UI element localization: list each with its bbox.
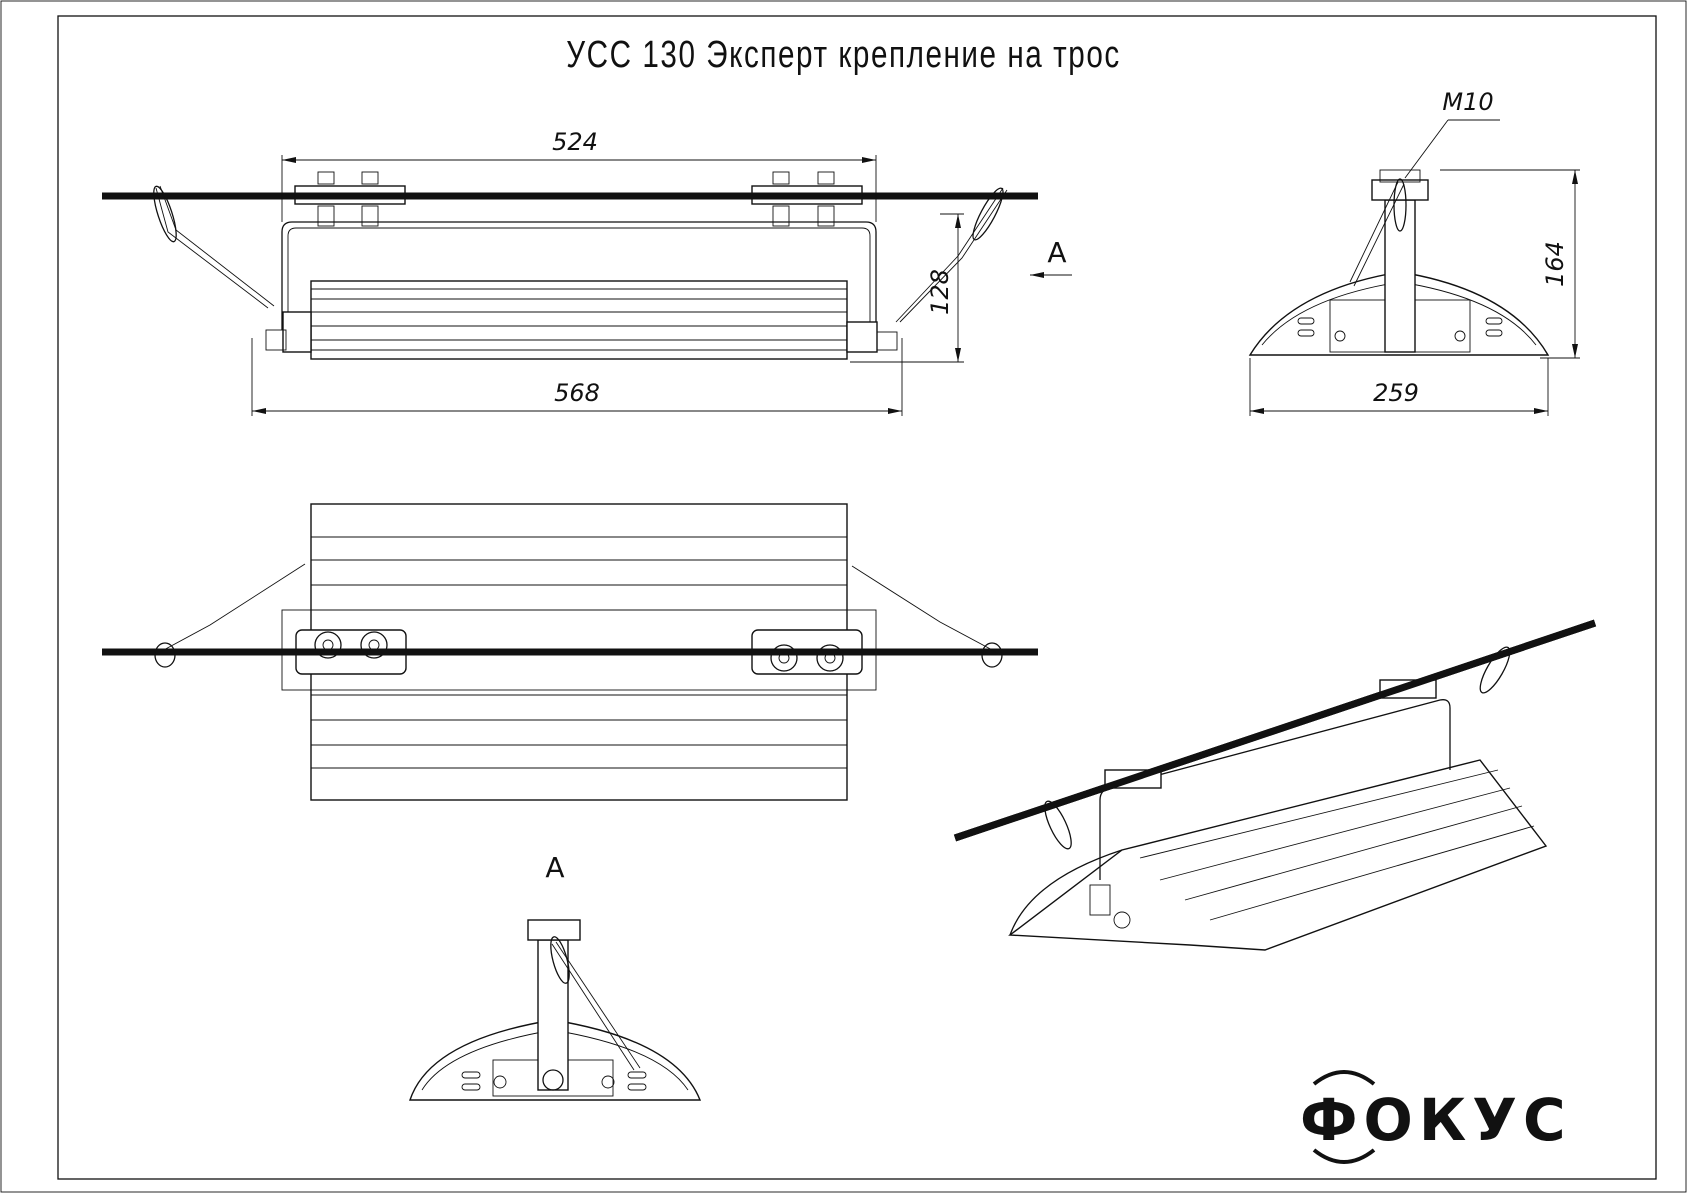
logo-emblem-icon: [1312, 1070, 1376, 1164]
top-view: [102, 503, 1038, 801]
dim-top-width: 524: [552, 128, 598, 156]
front-carabiner-right: [972, 187, 1004, 241]
isometric-view: [953, 619, 1597, 951]
front-view: 524 568 128 А: [102, 128, 1072, 416]
dim-overall-width: 568: [554, 379, 600, 407]
iso-bracket: [1099, 699, 1451, 880]
iso-lamp-body: [1008, 759, 1548, 951]
front-lamp-body: [310, 280, 848, 360]
inner-frame: [57, 15, 1657, 1180]
brand-logo: ФОКУС: [1300, 1070, 1572, 1164]
dim-side-width: 259: [1373, 379, 1419, 407]
drawing-title: УСС 130 Эксперт крепление на трос: [566, 34, 1121, 76]
dim-side-height: 164: [1541, 241, 1569, 287]
view-a: А: [409, 851, 702, 1101]
front-carabiner-left: [153, 185, 177, 243]
dim-height-side: 128: [926, 269, 954, 315]
view-arrow-label: А: [1047, 236, 1066, 269]
thread-label: M10: [1442, 88, 1493, 116]
view-a-title: А: [545, 851, 564, 884]
logo-text: ФОКУС: [1300, 1086, 1572, 1154]
side-view: M10 164 259: [1248, 88, 1580, 416]
side-bracket: [1384, 199, 1416, 353]
front-bracket: [281, 221, 877, 330]
